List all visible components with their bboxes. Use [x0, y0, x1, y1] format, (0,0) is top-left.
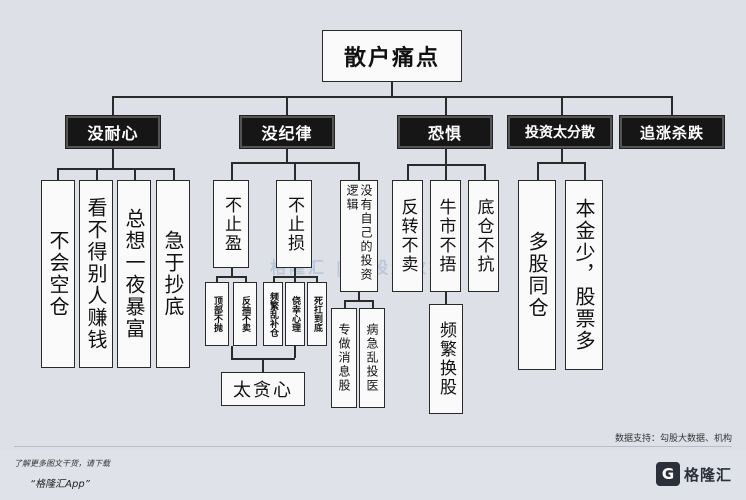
- connector: [112, 148, 114, 168]
- connector: [57, 168, 59, 180]
- connector: [584, 162, 586, 180]
- item-no-stop-loss: 不止损: [276, 180, 312, 268]
- connector: [216, 276, 246, 278]
- sub-no-sell-on-rebound: 反抽不卖: [233, 282, 257, 346]
- item-label: 急于抄底: [161, 230, 185, 318]
- item-label: 底仓不抗: [473, 198, 494, 274]
- brand-logo-icon: G: [655, 462, 680, 486]
- sub-label: 死扛到底: [312, 296, 322, 332]
- sub-news-driven-stocks: 专做消息股: [331, 308, 357, 408]
- item-many-stocks-same-weight: 多股同仓: [518, 180, 556, 370]
- item-get-rich-overnight: 总想一夜暴富: [117, 180, 151, 368]
- item-no-empty-position: 不会空仓: [41, 180, 75, 368]
- connector: [407, 164, 409, 180]
- sub-label: 病急乱投医: [365, 323, 379, 393]
- connector: [294, 346, 296, 358]
- sub-no-sell-at-top: 顶部不抛: [205, 282, 229, 346]
- connector: [344, 300, 346, 308]
- connector: [231, 346, 233, 358]
- sub-label: 专做消息股: [337, 323, 351, 393]
- brand-logo-group: G 格隆汇: [655, 462, 732, 486]
- item-too-greedy: 太贪心: [221, 372, 305, 406]
- connector: [231, 162, 233, 180]
- connector: [245, 276, 247, 282]
- connector: [537, 162, 539, 180]
- item-label: 本金少，股票多: [572, 198, 596, 352]
- download-hint: 了解更多图文干货，请下载: [14, 459, 110, 468]
- connector: [294, 276, 296, 282]
- connector: [273, 276, 275, 282]
- connector: [173, 168, 175, 180]
- connector: [561, 96, 563, 116]
- item-label: 总想一夜暴富: [122, 208, 146, 340]
- item-label: 多股同仓: [525, 231, 549, 319]
- connector: [445, 148, 447, 164]
- sub-desperate-measures: 病急乱投医: [359, 308, 385, 408]
- connector: [358, 162, 360, 180]
- category-fear: 恐惧: [397, 115, 493, 149]
- connector: [445, 292, 447, 304]
- connector: [316, 276, 318, 282]
- connector: [561, 148, 563, 162]
- connector: [358, 292, 360, 300]
- connector: [112, 96, 114, 116]
- sub-frequent-stock-switch: 频繁换股: [429, 304, 463, 414]
- sub-hold-to-the-end: 死扛到底: [307, 282, 327, 346]
- item-no-hold-base-position: 底仓不抗: [468, 180, 499, 292]
- item-label: 牛市不捂: [435, 198, 456, 274]
- diagram-canvas: 格隆汇 | 勾股大数据 散户痛点 没耐心 没纪律 恐惧 投资太分散 追涨杀跌 不…: [41, 30, 732, 444]
- connector: [294, 162, 296, 180]
- item-label: 不止损: [284, 195, 304, 253]
- connector: [216, 276, 218, 282]
- connector: [262, 358, 264, 372]
- sub-label: 顶部不抛: [212, 296, 222, 332]
- connector: [112, 96, 671, 98]
- sub-label: 频繁换股: [436, 321, 456, 397]
- connector: [671, 96, 673, 116]
- brand-name: 格隆汇: [683, 465, 732, 484]
- category-chase-rise-kill-fall: 追涨杀跌: [619, 115, 725, 149]
- sub-wishful-thinking: 侥幸心理: [285, 282, 305, 346]
- item-label: 反转不卖: [397, 198, 418, 274]
- item-small-capital-many-stocks: 本金少，股票多: [565, 180, 603, 370]
- root-node: 散户痛点: [322, 30, 462, 82]
- category-no-discipline: 没纪律: [239, 115, 335, 149]
- category-no-patience: 没耐心: [65, 115, 161, 149]
- app-name: “格隆汇App”: [30, 479, 90, 490]
- sub-frequent-add-position: 频繁乱补仓: [263, 282, 283, 346]
- connector: [372, 300, 374, 308]
- connector: [445, 96, 447, 116]
- connector: [134, 168, 136, 180]
- connector: [286, 148, 288, 162]
- connector: [537, 162, 585, 164]
- connector: [96, 168, 98, 180]
- connector: [484, 164, 486, 180]
- item-no-sell-on-reversal: 反转不卖: [392, 180, 423, 292]
- category-too-diversified: 投资太分散: [507, 115, 613, 149]
- item-no-hold-in-bull: 牛市不捂: [430, 180, 461, 292]
- data-credits: 数据支持：勾股大数据、机构: [614, 434, 732, 444]
- sub-label: 反抽不卖: [240, 296, 250, 332]
- connector: [286, 96, 288, 116]
- connector: [231, 268, 233, 276]
- connector: [344, 300, 373, 302]
- sub-label: 侥幸心理: [290, 296, 300, 332]
- item-no-take-profit: 不止盈: [213, 180, 249, 268]
- sub-label: 频繁乱补仓: [268, 291, 278, 337]
- footer-divider: [14, 446, 732, 447]
- item-label: 没有自己的投资逻辑: [345, 184, 373, 282]
- item-envy-others-profit: 看不得别人赚钱: [79, 180, 113, 368]
- item-label: 看不得别人赚钱: [84, 197, 108, 351]
- connector: [445, 164, 447, 180]
- item-rush-bottom-fishing: 急于抄底: [156, 180, 190, 368]
- connector: [57, 168, 174, 170]
- item-no-investment-logic: 没有自己的投资逻辑: [340, 180, 378, 292]
- connector: [294, 268, 296, 276]
- item-label: 不止盈: [221, 195, 241, 253]
- item-label: 不会空仓: [46, 230, 70, 318]
- connector: [391, 82, 393, 96]
